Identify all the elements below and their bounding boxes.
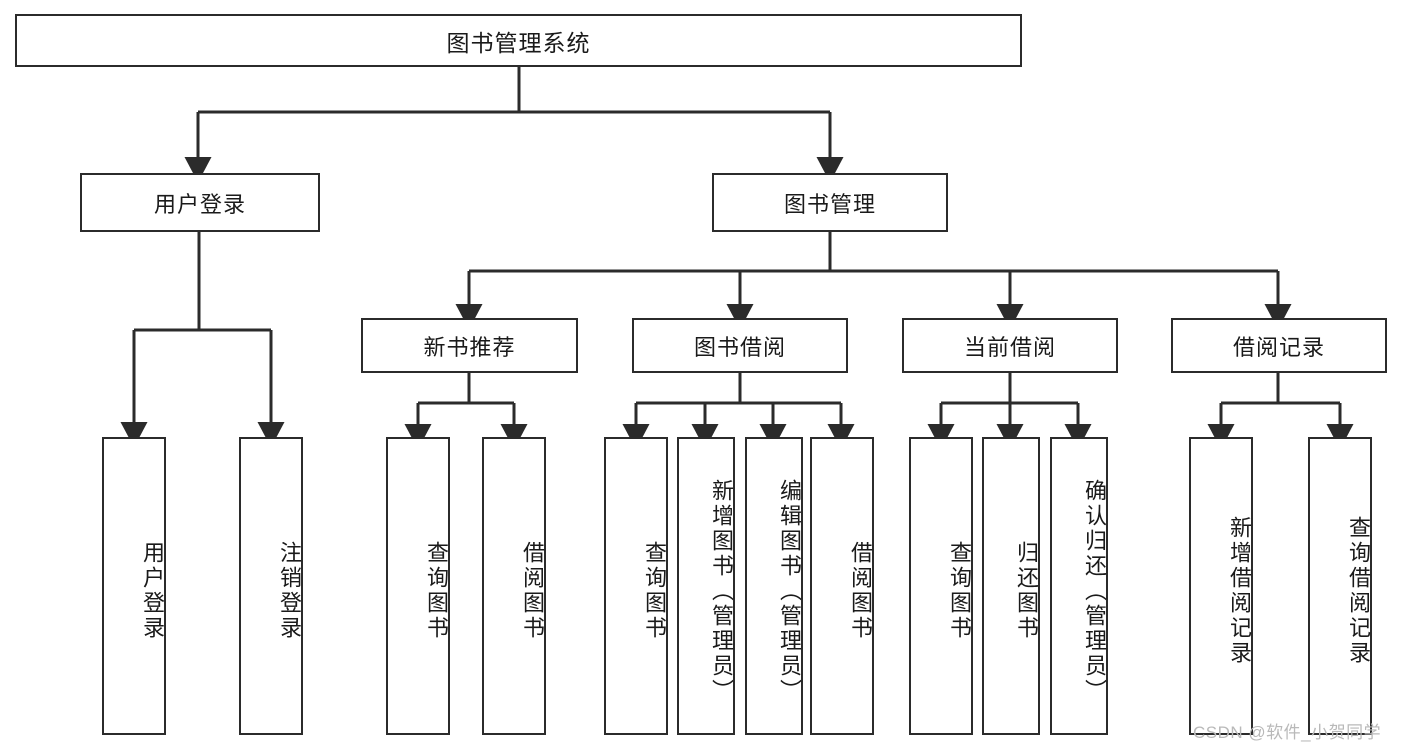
leaf-logout-label: 注销登录 <box>277 541 302 641</box>
leaf-return-book[interactable]: 归还图书 <box>982 437 1040 735</box>
node-book-borrow-label: 图书借阅 <box>693 334 786 360</box>
leaf-current-query-book[interactable]: 查询图书 <box>909 437 973 735</box>
leaf-user-login[interactable]: 用户登录 <box>102 437 166 735</box>
leaf-new-book-query-label: 查询图书 <box>424 541 449 641</box>
node-current-borrow[interactable]: 当前借阅 <box>902 318 1118 373</box>
csdn-watermark-text: CSDN @软件_小贺同学 <box>1193 723 1382 742</box>
leaf-return-book-label: 归还图书 <box>1014 541 1039 641</box>
node-book-management[interactable]: 图书管理 <box>712 173 948 232</box>
node-book-borrow[interactable]: 图书借阅 <box>632 318 848 373</box>
node-new-book-recommend[interactable]: 新书推荐 <box>361 318 578 373</box>
leaf-add-borrow-record[interactable]: 新增借阅记录 <box>1189 437 1253 735</box>
node-user-login-label: 用户登录 <box>153 191 246 217</box>
node-root-label: 图书管理系统 <box>446 29 591 56</box>
leaf-new-book-borrow-label: 借阅图书 <box>520 541 545 641</box>
leaf-logout[interactable]: 注销登录 <box>239 437 303 735</box>
node-root[interactable]: 图书管理系统 <box>15 14 1022 67</box>
csdn-watermark: CSDN @软件_小贺同学 <box>1193 718 1381 743</box>
leaf-borrow-query-book[interactable]: 查询图书 <box>604 437 668 735</box>
leaf-borrow-query-book-label: 查询图书 <box>642 541 667 641</box>
leaf-edit-book-admin-label: 编辑图书（管理员） <box>777 478 802 704</box>
leaf-new-book-borrow[interactable]: 借阅图书 <box>482 437 546 735</box>
leaf-edit-book-admin[interactable]: 编辑图书（管理员） <box>745 437 803 735</box>
leaf-query-borrow-record-label: 查询借阅记录 <box>1346 516 1371 666</box>
leaf-add-borrow-record-label: 新增借阅记录 <box>1227 516 1252 666</box>
node-borrow-record[interactable]: 借阅记录 <box>1171 318 1387 373</box>
leaf-add-book-admin[interactable]: 新增图书（管理员） <box>677 437 735 735</box>
leaf-new-book-query[interactable]: 查询图书 <box>386 437 450 735</box>
node-current-borrow-label: 当前借阅 <box>963 334 1056 360</box>
leaf-user-login-label: 用户登录 <box>140 541 165 641</box>
node-book-management-label: 图书管理 <box>783 191 876 217</box>
node-new-book-recommend-label: 新书推荐 <box>423 334 516 360</box>
node-borrow-record-label: 借阅记录 <box>1232 334 1325 360</box>
leaf-add-book-admin-label: 新增图书（管理员） <box>709 478 734 704</box>
leaf-borrow-book-label: 借阅图书 <box>848 541 873 641</box>
leaf-borrow-book[interactable]: 借阅图书 <box>810 437 874 735</box>
leaf-confirm-return-admin[interactable]: 确认归还（管理员） <box>1050 437 1108 735</box>
leaf-query-borrow-record[interactable]: 查询借阅记录 <box>1308 437 1372 735</box>
leaf-confirm-return-admin-label: 确认归还（管理员） <box>1082 478 1107 704</box>
node-user-login[interactable]: 用户登录 <box>80 173 320 232</box>
leaf-current-query-book-label: 查询图书 <box>947 541 972 641</box>
